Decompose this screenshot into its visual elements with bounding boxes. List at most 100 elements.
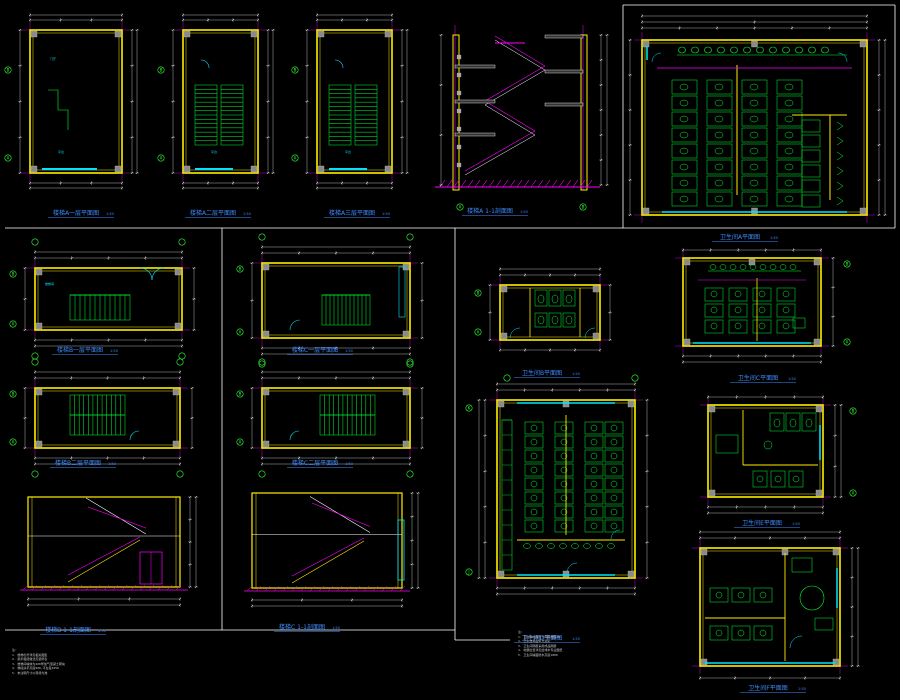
toilet-bowl [560,522,568,530]
drawing-title-4: 楼梯A 1-1剖面图 [467,207,513,215]
ground-hatch [381,585,388,592]
axis-label: B [846,261,849,266]
room-tag: 楼梯间 [45,281,54,286]
column [35,322,43,330]
accessible-wc [791,557,813,573]
axis-bubble [9,270,17,278]
ground-hatch [390,585,397,592]
axis-bubble [291,154,299,162]
toilet-bowl [749,99,759,107]
basin [691,46,699,54]
toilet-bowl [784,83,794,91]
toilet-bowl [789,418,797,428]
stall [770,470,786,488]
wall-inner [502,287,598,338]
basin [821,46,829,54]
stall [584,491,604,505]
axis-bubble [406,233,414,241]
column [262,263,270,271]
stall [534,312,548,328]
column [402,388,410,396]
stall [753,587,773,603]
column [172,440,180,448]
drawing-title-6: 楼梯B一层平面图 [57,346,103,354]
ground-hatch [103,584,110,591]
landing-slab [544,69,584,74]
stall [801,119,821,133]
stair-run [484,104,536,136]
ground-hatch [544,179,551,188]
toilet-c: BA [675,248,851,364]
toilet-bowl [610,438,618,446]
column [384,30,392,38]
stall [584,421,604,435]
wall-outline [641,39,868,216]
basin [595,543,603,549]
axis-bubble [31,238,39,246]
axis-bubble [465,404,473,412]
wall-outline [682,257,822,347]
ground-hatch [58,584,65,591]
wall-outline [261,387,411,449]
toilet-f [692,530,860,680]
axis-label: B [12,271,15,276]
toilet-bowl [565,294,573,304]
door-swing [566,562,578,574]
ground-hatch [166,584,173,591]
room-tag: 平台 [345,149,351,154]
column [751,207,758,215]
stall [776,287,796,302]
basin [729,264,737,270]
basin [749,264,757,270]
ground-hatch [291,585,298,592]
column [642,207,650,215]
axis-bubble [258,360,266,368]
axis-label: B [160,67,163,72]
stall [524,449,544,463]
drawing-scale-2: 1:50 [243,212,251,216]
stair-plan-h-3: BA [9,358,194,478]
column [262,388,270,396]
ground-hatch [31,584,38,591]
drawing-scale-9: 1:50 [345,462,353,466]
axis-label: B [582,204,585,209]
stall [671,79,698,95]
drawing-scale-10: 1:50 [98,629,106,633]
column [562,400,570,408]
stall [752,470,768,488]
wall-inner [37,270,180,328]
axis-bubble [291,66,299,74]
axis-label: A [852,490,855,495]
basin [795,46,803,54]
stall [604,463,624,477]
axis-bubble [258,358,266,366]
window [397,519,405,581]
axis-label: B [852,408,855,413]
slab-mark [456,126,462,132]
stall [741,175,768,191]
drawing-scale-1: 1:50 [106,212,114,216]
column [402,440,410,448]
stall [671,191,698,207]
column [500,285,508,293]
drawing-title-1: 楼梯A一层平面图 [53,209,99,217]
toilet-bowl [737,629,745,637]
axis-bubble [176,470,184,478]
stall [562,312,576,328]
urinal [836,121,844,131]
stall [706,159,733,175]
stall [731,625,751,641]
axis-label: B [7,67,10,72]
basin [678,46,686,54]
drawing-scale-12: 1:50 [572,372,580,376]
window [398,266,406,318]
stall [704,303,724,318]
basin [739,264,747,270]
drawing-title-3: 楼梯A三层平面图 [329,209,375,217]
drawing-scale-4: 1:50 [520,210,528,214]
ground-hatch [273,585,280,592]
axis-label: A [477,329,480,334]
